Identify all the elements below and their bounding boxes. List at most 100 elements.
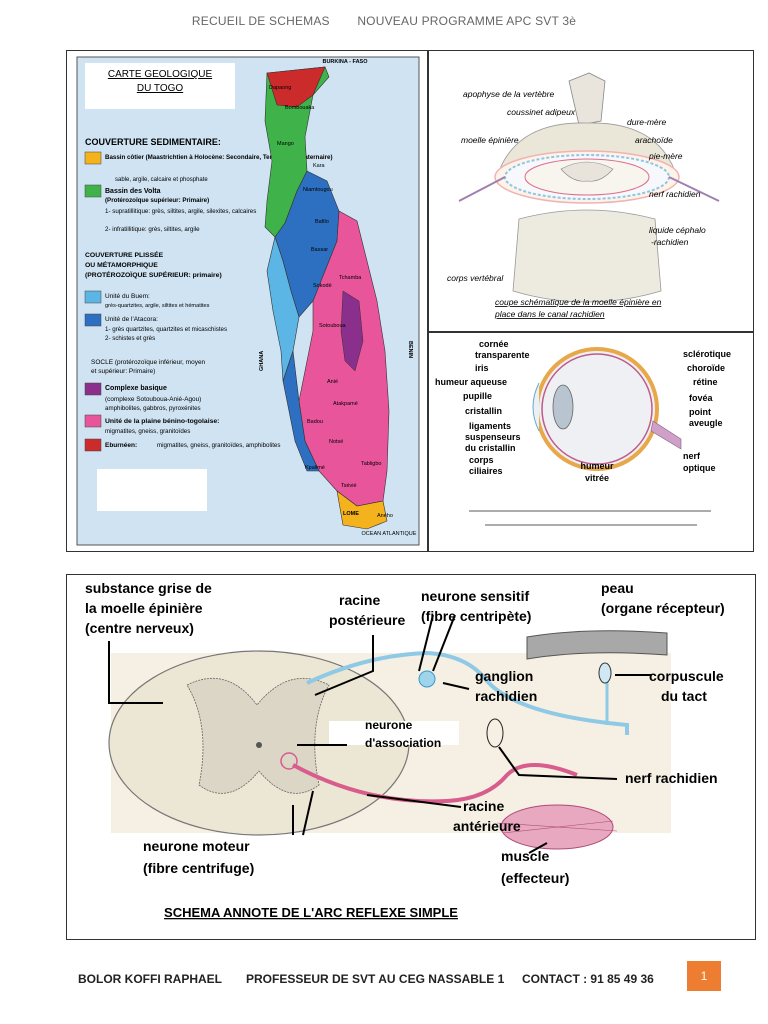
footer-contact: CONTACT : 91 85 49 36	[522, 972, 654, 986]
eye-right-label: sclérotique	[683, 349, 731, 359]
map-title-line2: DU TOGO	[137, 83, 184, 94]
reflex-label: (fibre centripète)	[421, 608, 531, 624]
legend-swatch-lightblue	[84, 290, 102, 304]
eye-right-label: choroïde	[687, 363, 725, 373]
map-left-label: GHANA	[259, 351, 265, 371]
eye-left-label: ligaments	[469, 421, 511, 431]
map-city-label: Aného	[377, 513, 393, 519]
map-blank-box	[97, 469, 207, 511]
reflex-label: (centre nerveux)	[85, 620, 194, 636]
map-city-label: Anié	[327, 379, 338, 385]
legend-swatch-green	[84, 184, 102, 198]
reflex-label: du tact	[661, 688, 707, 704]
reflex-label: la moelle épinière	[85, 600, 203, 616]
reflex-drawing	[108, 630, 671, 850]
spine-label: pie-mère	[648, 151, 683, 161]
header-right: NOUVEAU PROGRAMME APC SVT 3è	[357, 14, 577, 28]
legend-swatch-blue	[84, 313, 102, 327]
eye-left-label: cristallin	[465, 406, 502, 416]
map-city-label: LOME	[343, 511, 359, 517]
eye-left-label: corps	[469, 455, 494, 465]
map-section3-l2: et supérieur: Primaire)	[91, 368, 155, 375]
page-footer: BOLOR KOFFI RAPHAEL PROFESSEUR DE SVT AU…	[0, 968, 768, 992]
legend-plain-title: Unité de la plaine bénino-togolaise:	[105, 418, 219, 425]
reflex-label: (organe récepteur)	[601, 600, 725, 616]
spine-caption-line2: place dans le canal rachidien	[494, 309, 605, 319]
legend-volta-title: Bassin des Volta	[105, 188, 161, 195]
map-bottom-label: OCEAN ATLANTIQUE	[362, 531, 417, 537]
map-city-label: Mango	[277, 141, 294, 147]
legend-coastal-sub: sable, argile, calcaire et phosphate	[115, 177, 208, 183]
eye-left-label: ciliaires	[469, 466, 503, 476]
legend-coastal-title: Bassin côtier (Maastrichtien à Holocène:…	[105, 154, 333, 161]
legend-eburnean-sub: migmatites, gneiss, granitoïdes, amphibo…	[157, 442, 280, 449]
eye-center-label: humeur	[580, 461, 614, 471]
map-city-label: Kara	[313, 163, 326, 169]
map-city-label: Tsévié	[341, 483, 357, 489]
eye-left-label: du cristallin	[465, 443, 516, 453]
eye-center-label: vitrée	[585, 473, 609, 483]
reflex-label: racine	[339, 592, 380, 608]
map-city-label: Notsé	[329, 439, 343, 445]
spine-label: corps vertébral	[447, 273, 504, 283]
page-header: RECUEIL DE SCHEMAS NOUVEAU PROGRAMME APC…	[0, 14, 768, 28]
reflex-label: antérieure	[453, 818, 521, 834]
map-city-label: Sokodé	[313, 283, 332, 289]
map-city-label: Bafilo	[315, 219, 329, 225]
map-title-box	[85, 63, 235, 109]
reflex-label: postérieure	[329, 612, 405, 628]
eye-right-label: nerf	[683, 451, 701, 461]
eye-right-label: point	[689, 407, 711, 417]
legend-basic-title: Complexe basique	[105, 385, 167, 392]
reflex-label: d'association	[365, 736, 441, 750]
legend-volta-sub0: (Protérozoïque supérieur: Primaire)	[105, 197, 209, 204]
spine-label: nerf rachidien	[649, 189, 701, 199]
legend-eburnean-title: Eburnéen:	[105, 442, 137, 449]
eye-left-label: suspenseurs	[465, 432, 521, 442]
map-city-label: Badou	[307, 419, 323, 425]
map-top-label: BURKINA - FASO	[322, 59, 368, 65]
reflex-label: neurone sensitif	[421, 588, 529, 604]
legend-basic-sub1: (complexe Sotouboua-Anié-Agou)	[105, 396, 201, 403]
map-city-label: Tchamba	[339, 275, 362, 281]
eye-left-label: iris	[475, 363, 489, 373]
map-city-label: Tabligbo	[361, 461, 382, 467]
map-city-label: Dapaong	[269, 85, 291, 91]
legend-atacora-title: Unité de l'Atacora:	[105, 316, 158, 323]
reflex-label: peau	[601, 580, 634, 596]
spine-caption-line1: coupe schématique de la moelle épinière …	[495, 297, 662, 307]
legend-swatch-yellow	[84, 151, 102, 165]
map-section3-l1: SOCLE (protérozoïque inférieur, moyen	[91, 359, 206, 366]
map-right-label: BENIN	[407, 341, 413, 358]
footer-role: PROFESSEUR DE SVT AU CEG NASSABLE 1	[246, 972, 505, 986]
spine-label: dure-mère	[627, 117, 666, 127]
legend-volta-sub1: 1- supratillitique: grès, siltites, argi…	[105, 208, 256, 215]
spine-label: moelle épinière	[461, 135, 519, 145]
map-city-label: Sotouboua	[319, 323, 347, 329]
reflex-label: ganglion	[475, 668, 533, 684]
reflex-label: neurone	[365, 718, 413, 732]
togo-map	[264, 66, 390, 530]
spine-label: arachoïde	[635, 135, 673, 145]
map-city-label: Bassar	[311, 247, 328, 253]
geological-map: CARTE GEOLOGIQUE DU TOGO COUVERTURE SEDI…	[76, 56, 420, 546]
map-city-label: Bombouaka	[285, 105, 315, 111]
map-cities: DapaongBombouakaMangoKaraNiamtougouBassa…	[269, 85, 393, 519]
eye-left-label: transparente	[475, 350, 530, 360]
legend-swatch-red	[84, 438, 102, 452]
reflex-label: neurone moteur	[143, 838, 250, 854]
map-city-label: Niamtougou	[303, 187, 333, 193]
eye-left-label: humeur aqueuse	[435, 377, 507, 387]
legend-plain-sub: migmatites, gneiss, granitoïdes	[105, 428, 190, 435]
reflex-label: (effecteur)	[501, 870, 569, 886]
reflex-pointer-lines	[108, 614, 651, 854]
reflex-label: muscle	[501, 848, 549, 864]
legend-swatch-pink	[84, 414, 102, 428]
